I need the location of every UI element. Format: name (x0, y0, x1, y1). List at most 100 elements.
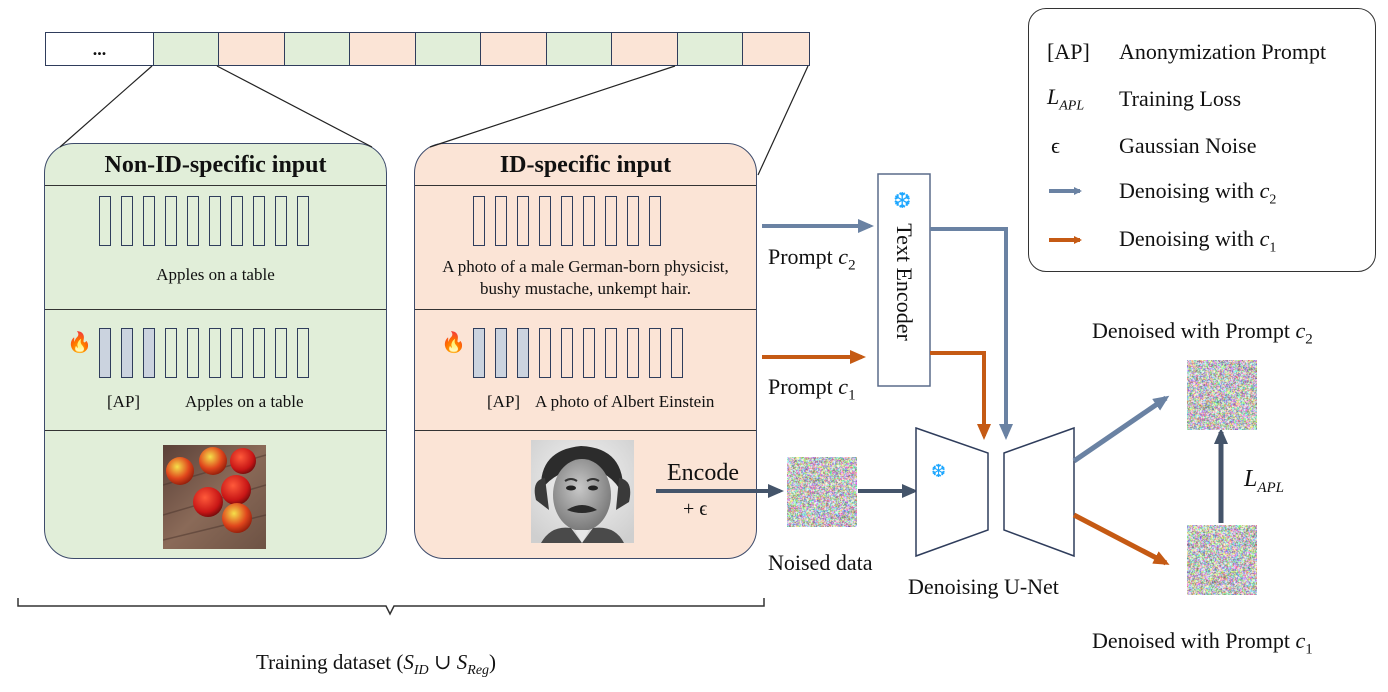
set-symbol: S (403, 650, 414, 674)
token (495, 196, 507, 246)
apple (222, 503, 252, 533)
divider (45, 309, 386, 310)
token (605, 196, 617, 246)
snowflake-icon: ❆ (893, 188, 912, 213)
denoised-c1-label: Denoised with Prompt c1 (1092, 628, 1313, 658)
dataset-brace (17, 598, 765, 616)
set-subscript: ID (413, 663, 429, 679)
token (187, 328, 199, 378)
divider (415, 309, 756, 310)
legend-label: Training Loss (1119, 86, 1242, 111)
non-id-panel: Non-ID-specific input Apples on a table … (44, 143, 387, 559)
token (473, 196, 485, 246)
divider (415, 185, 756, 186)
denoised-text: Denoised with Prompt (1092, 318, 1290, 343)
denoised-c1-image (1187, 525, 1257, 595)
ap-token (495, 328, 507, 378)
prompt-text: Prompt (768, 374, 833, 399)
token (231, 196, 243, 246)
legend-symbol: c (1259, 225, 1270, 251)
ap-token (121, 328, 133, 378)
token (209, 196, 221, 246)
id-prompt-plain-line1: A photo of a male German-born physicist, (442, 257, 729, 276)
strip-cell-id (612, 33, 678, 65)
legend-key-sub: APL (1059, 98, 1085, 114)
token (627, 196, 639, 246)
zoom-line (757, 65, 809, 176)
ap-label: [AP] (487, 392, 521, 411)
token (561, 196, 573, 246)
apple (193, 487, 223, 517)
denoise-c2-arrow (1072, 395, 1170, 464)
token (605, 328, 617, 378)
token-row-ap (99, 328, 309, 378)
token (209, 328, 221, 378)
token (517, 196, 529, 246)
strip-cell-non-id (416, 33, 481, 65)
token-row-plain (99, 196, 309, 246)
legend-label: Denoising with (1119, 177, 1255, 203)
prompt-subscript: 1 (848, 387, 856, 404)
token (649, 196, 661, 246)
non-id-prompt-plain: Apples on a table (156, 265, 275, 284)
denoised-c2-image (1187, 360, 1257, 430)
snowflake-icon: ❆ (931, 461, 947, 481)
prompt-symbol: c (1295, 628, 1306, 653)
token-row-ap (473, 328, 683, 378)
strip-cell-non-id (678, 33, 743, 65)
strip-cell-id (481, 33, 547, 65)
noised-data-label: Noised data (768, 550, 873, 575)
legend-item-noise: ϵ Gaussian Noise (1029, 131, 1375, 161)
id-panel: ID-specific input A photo of a male Germ… (414, 143, 757, 559)
id-prompt-plain-line2: bushy mustache, unkempt hair. (479, 279, 692, 298)
token (583, 196, 595, 246)
apple (199, 447, 227, 475)
einstein-image (531, 440, 634, 543)
strip-cell-non-id (154, 33, 219, 65)
loss-subscript: APL (1257, 479, 1285, 496)
encode-label: Encode (667, 460, 739, 486)
text-encoder-box (877, 173, 931, 387)
zoom-line (429, 65, 676, 148)
ap-token (517, 328, 529, 378)
legend: [AP] Anonymization Prompt LAPL Training … (1028, 8, 1376, 272)
set-symbol: S (456, 650, 468, 674)
encoder-c1-output-arrow (930, 351, 991, 440)
strip-cell-non-id (547, 33, 612, 65)
apple (230, 448, 256, 474)
prompt-subscript: 2 (848, 257, 856, 274)
legend-key: [AP] (1047, 39, 1090, 64)
zoom-line (59, 65, 153, 148)
token (143, 196, 155, 246)
legend-item-loss: LAPL Training Loss (1029, 84, 1375, 114)
non-id-panel-title: Non-ID-specific input (104, 152, 327, 178)
token (165, 196, 177, 246)
ap-label: [AP] (107, 392, 141, 411)
encoder-c2-output-arrow (930, 227, 1013, 440)
legend-item-denoise-c1: Denoising with c1 (1029, 226, 1375, 256)
prompt-symbol: c (1295, 318, 1306, 343)
apples-image (163, 445, 266, 549)
token (561, 328, 573, 378)
token (649, 328, 661, 378)
token (671, 328, 683, 378)
ap-token (473, 328, 485, 378)
noise-label: + ϵ (683, 498, 708, 520)
token (297, 196, 309, 246)
token (583, 328, 595, 378)
dataset-strip: ... (45, 32, 810, 66)
ap-token (143, 328, 155, 378)
token-row-plain (473, 196, 661, 246)
legend-key: L (1047, 83, 1060, 109)
strip-cell-id (350, 33, 416, 65)
prompt-symbol: c (838, 374, 849, 399)
token (539, 328, 551, 378)
denoise-c1-arrow (1072, 512, 1170, 566)
divider (45, 430, 386, 431)
token (253, 328, 265, 378)
legend-label: Gaussian Noise (1119, 133, 1257, 158)
token (187, 196, 199, 246)
apple (166, 457, 194, 485)
token (99, 196, 111, 246)
token (627, 328, 639, 378)
